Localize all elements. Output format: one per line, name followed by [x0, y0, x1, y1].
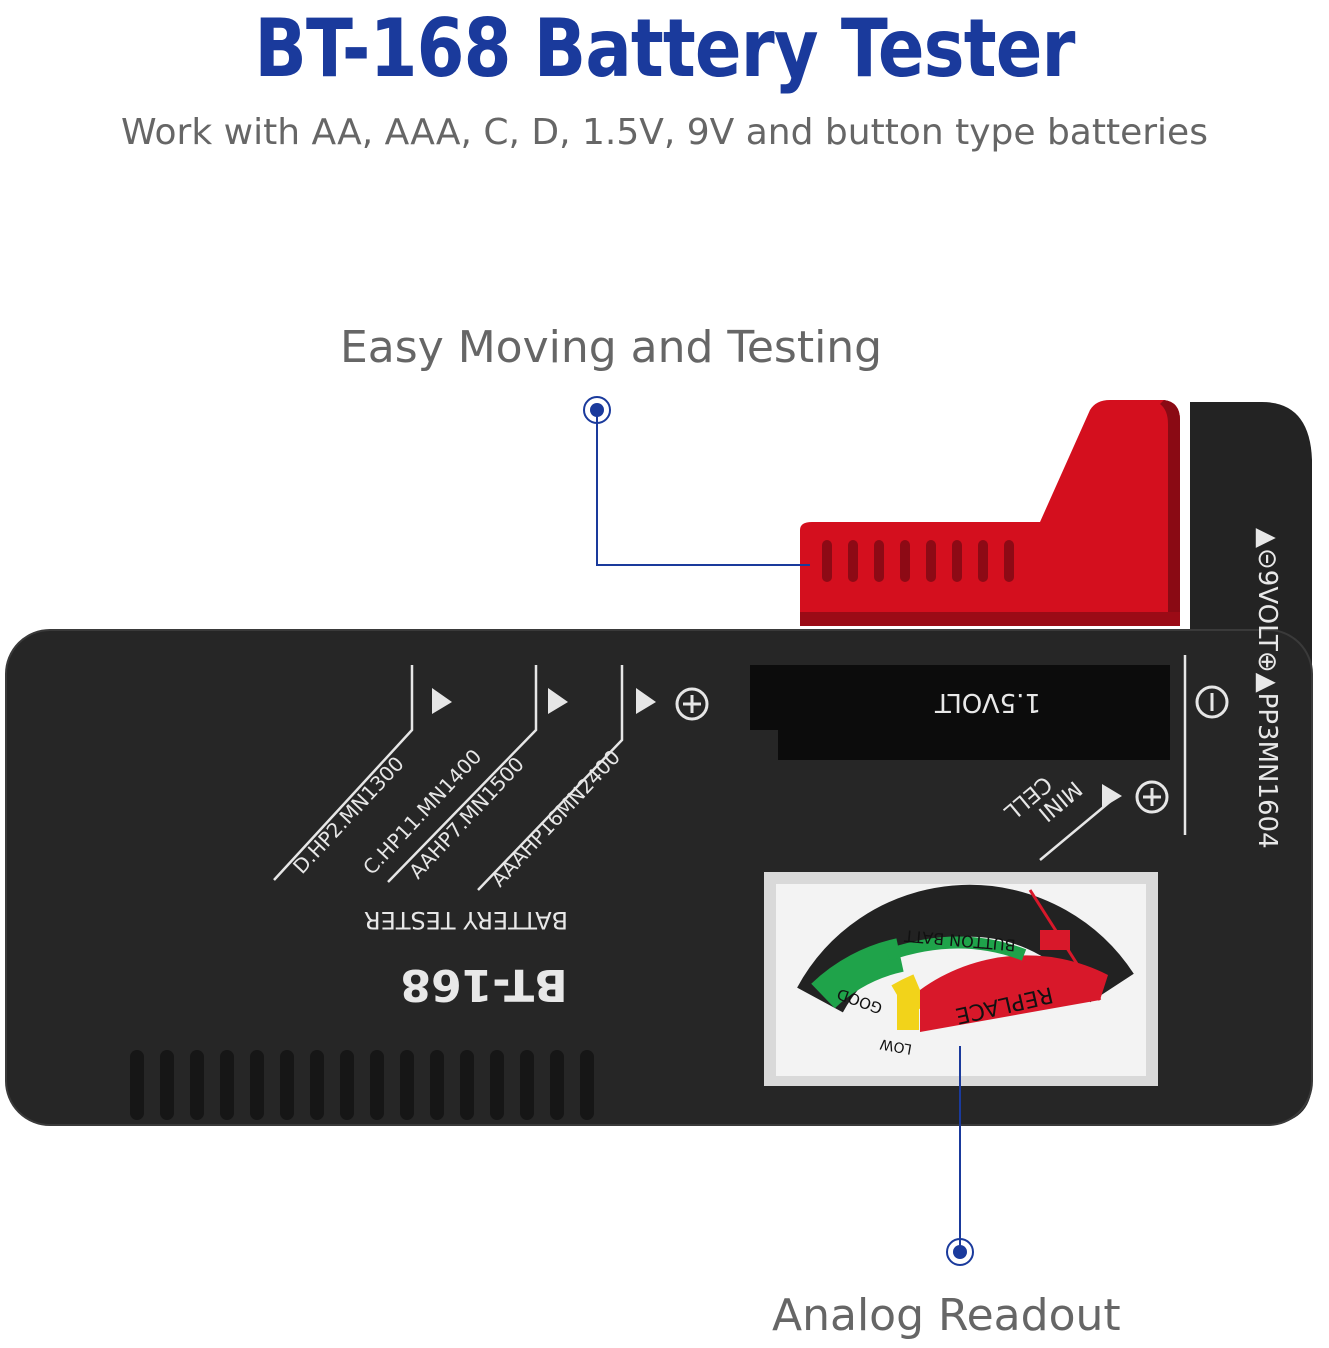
device-name: BATTERY TESTER — [364, 906, 568, 934]
slot-1-5-volt — [750, 665, 1170, 760]
page-subtitle: Work with AA, AAA, C, D, 1.5V, 9V and bu… — [121, 112, 1208, 153]
callout-easy-moving: Easy Moving and Testing — [340, 322, 883, 373]
slot-label: 1.5VOLT — [935, 687, 1041, 717]
callout-dot-top — [583, 396, 611, 424]
model-name: BT-168 — [400, 959, 567, 1010]
slider-knob[interactable] — [800, 400, 1180, 626]
meter-needle — [1028, 889, 1102, 1001]
minus-icon — [1195, 685, 1229, 719]
page-title: BT-168 Battery Tester — [254, 2, 1075, 95]
vent-grille — [130, 1050, 594, 1120]
callout-dot-bottom — [946, 1238, 974, 1266]
callout-analog-readout: Analog Readout — [772, 1290, 1121, 1341]
label-9volt-pp3: ▲⊝9VOLT⊕▲PP3MN1604 — [1252, 528, 1282, 849]
plus-icon — [675, 687, 709, 721]
meter-low: LOW — [879, 1035, 914, 1056]
plus-icon — [1135, 780, 1169, 814]
